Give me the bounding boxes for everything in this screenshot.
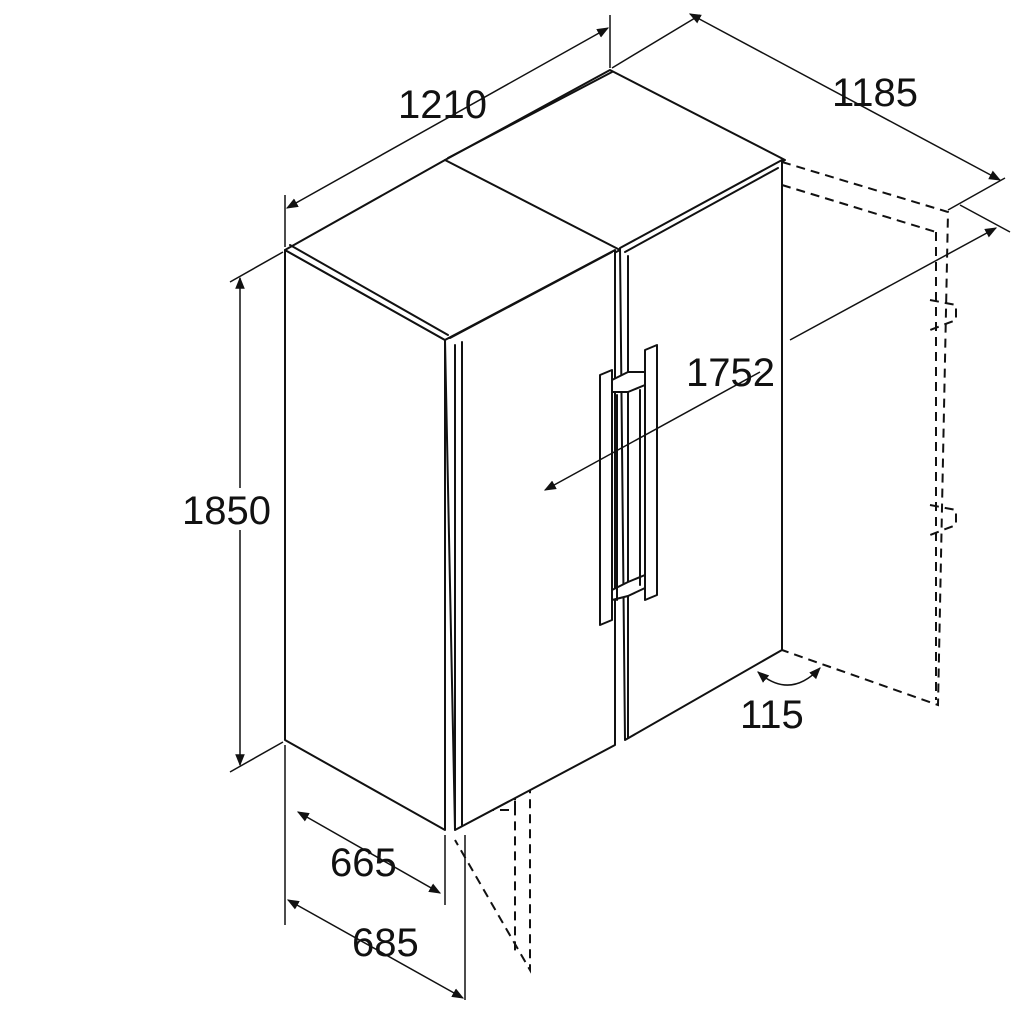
label-1850: 1850 [182,489,271,533]
dimension-diagonal: 1752 [543,204,1011,491]
dimension-depth-total: 685 [286,835,466,1000]
label-1210: 1210 [398,83,487,127]
label-665: 665 [330,841,397,885]
dimension-height: 1850 [182,251,284,773]
right-door-handle [644,344,658,601]
open-door-right-outline [781,161,957,707]
label-1185: 1185 [832,71,918,115]
label-1752: 1752 [686,351,775,395]
label-685: 685 [352,921,419,965]
fridge-body [284,69,786,831]
left-door-handle [599,369,613,626]
dimension-width: 1210 [284,15,611,247]
left-door [444,249,616,831]
label-115: 115 [740,693,804,737]
dimension-depth-body: 665 [284,745,446,925]
door-handles [599,344,658,626]
dimension-depth-open: 1185 [611,13,1006,211]
dimension-door-angle: 115 [740,667,821,737]
left-side-panel [284,249,446,831]
right-door [619,159,783,741]
